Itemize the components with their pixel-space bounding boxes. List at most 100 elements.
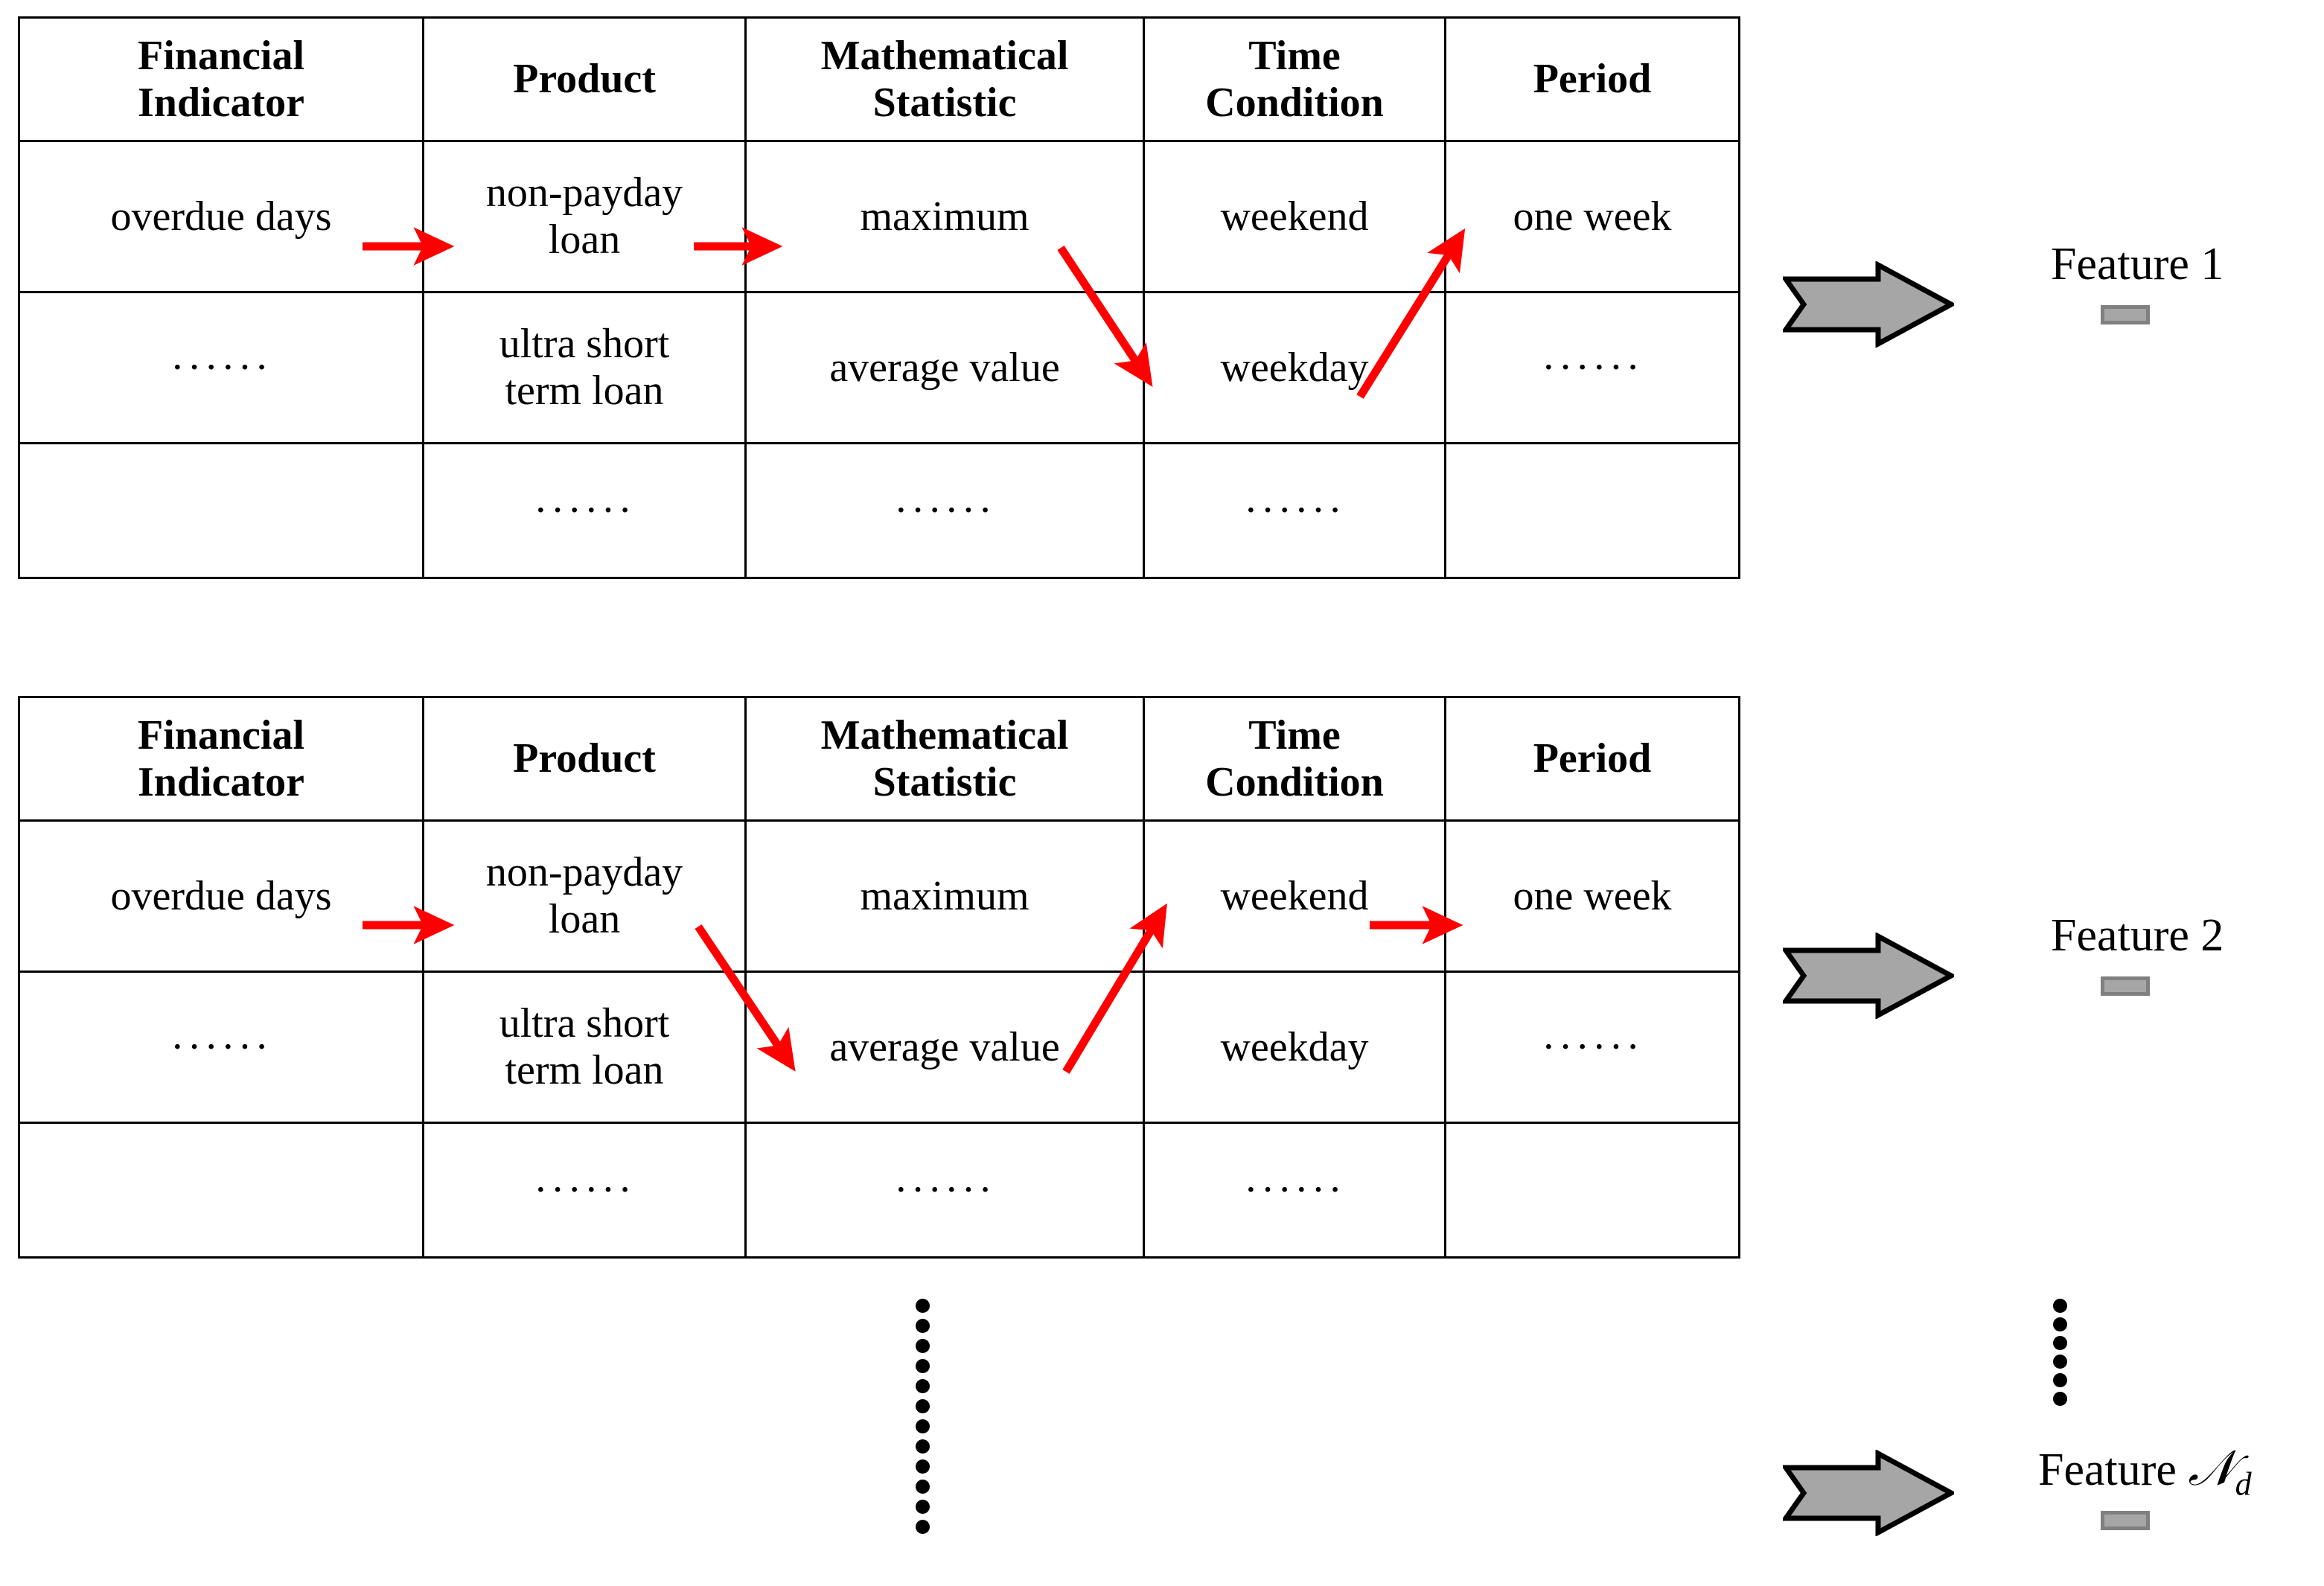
cell-line: ······ — [1542, 344, 1643, 391]
cell-line: ······ — [170, 1023, 272, 1070]
cell-line: ultra short — [499, 1000, 670, 1047]
feature-2-label: Feature 2 — [2051, 910, 2224, 961]
cell-line: weekend — [1220, 872, 1369, 919]
ellipsis-dot — [916, 1379, 930, 1393]
cell-period[interactable]: one week — [1444, 140, 1740, 293]
ellipsis-dot — [916, 1459, 930, 1474]
ellipsis-dot — [916, 1339, 930, 1353]
cell-line: weekday — [1220, 344, 1369, 391]
header-mathematical-statistic: Mathematical Statistic — [744, 696, 1145, 822]
header-line: Statistic — [872, 79, 1017, 126]
cell-line: ······ — [170, 344, 272, 391]
ellipsis-dot — [916, 1359, 930, 1373]
header-product: Product — [422, 16, 747, 142]
cell-line: average value — [829, 1023, 1060, 1070]
header-line: Time — [1248, 712, 1341, 758]
cell-time-condition-ellipsis[interactable]: ······ — [1143, 1122, 1446, 1259]
cell-financial-indicator-ellipsis[interactable]: ······ — [18, 291, 424, 444]
block-arrow-icon-feature-2 — [1783, 933, 1954, 1019]
cell-line: overdue days — [110, 872, 332, 919]
table-row: overdue days non-payday loan maximum wee… — [18, 819, 1740, 973]
feature-1-label: Feature 1 — [2051, 239, 2224, 290]
cell-line: weekend — [1220, 193, 1369, 240]
cell-financial-indicator[interactable]: overdue days — [18, 819, 424, 973]
block-arrow-icon-feature-nd — [1783, 1450, 1954, 1536]
ellipsis-dot — [2053, 1392, 2067, 1406]
cell-period-ellipsis[interactable]: ······ — [1444, 291, 1740, 444]
ellipsis-dot — [2053, 1355, 2067, 1369]
cell-line: average value — [829, 344, 1060, 391]
block-arrow-icon-feature-1 — [1783, 261, 1954, 348]
cell-mathematical-statistic-ellipsis[interactable]: ······ — [744, 1122, 1145, 1259]
cell-mathematical-statistic[interactable]: maximum — [744, 140, 1145, 293]
cell-line: maximum — [860, 193, 1029, 240]
cell-product[interactable]: non-payday loan — [422, 140, 747, 293]
cell-financial-indicator[interactable]: overdue days — [18, 140, 424, 293]
cell-line: ultra short — [499, 321, 670, 368]
feature-nd-label: Feature 𝒩d — [2038, 1441, 2252, 1503]
cell-time-condition[interactable]: weekday — [1143, 971, 1446, 1124]
cell-time-condition[interactable]: weekend — [1143, 819, 1446, 973]
feature-nd-prefix: Feature — [2038, 1445, 2177, 1495]
cell-line: ······ — [534, 1166, 635, 1213]
cell-empty — [18, 1122, 424, 1259]
cell-line: ······ — [1244, 1166, 1345, 1213]
cell-line: loan — [548, 896, 621, 942]
cell-line: term loan — [505, 1047, 664, 1093]
feature-nd-index: 𝒩 — [2188, 1442, 2235, 1496]
cell-empty — [1444, 442, 1740, 579]
feature-nd-subscript: d — [2235, 1465, 2252, 1503]
cell-mathematical-statistic[interactable]: maximum — [744, 819, 1145, 973]
header-line: Period — [1533, 56, 1652, 103]
cell-period[interactable]: one week — [1444, 819, 1740, 973]
vertical-ellipsis-tables — [916, 1299, 930, 1540]
cell-product-ellipsis[interactable]: ······ — [422, 1122, 747, 1259]
table-header-row: Financial Indicator Product Mathematical… — [18, 696, 1740, 822]
cell-product[interactable]: ultra short term loan — [422, 291, 747, 444]
cell-mathematical-statistic-ellipsis[interactable]: ······ — [744, 442, 1145, 579]
cell-line: non-payday — [485, 849, 683, 896]
header-line: Product — [513, 56, 656, 103]
feature-2-swatch — [2101, 976, 2150, 996]
header-line: Mathematical — [820, 712, 1069, 758]
cell-product-ellipsis[interactable]: ······ — [422, 442, 747, 579]
ellipsis-dot — [2053, 1373, 2067, 1387]
cell-financial-indicator-ellipsis[interactable]: ······ — [18, 971, 424, 1124]
header-mathematical-statistic: Mathematical Statistic — [744, 16, 1145, 142]
ellipsis-dot — [916, 1319, 930, 1333]
cell-line: ······ — [534, 487, 635, 534]
ellipsis-dot — [916, 1399, 930, 1413]
feature-combination-table-2: Financial Indicator Product Mathematical… — [18, 696, 1740, 1259]
feature-combination-table-1: Financial Indicator Product Mathematical… — [18, 16, 1740, 579]
header-line: Financial — [137, 32, 305, 79]
header-product: Product — [422, 696, 747, 822]
header-time-condition: Time Condition — [1143, 696, 1446, 822]
ellipsis-dot — [916, 1520, 930, 1534]
header-line: Statistic — [872, 758, 1017, 805]
ellipsis-dot — [2053, 1299, 2067, 1313]
cell-time-condition-ellipsis[interactable]: ······ — [1143, 442, 1446, 579]
cell-time-condition[interactable]: weekday — [1143, 291, 1446, 444]
cell-line: one week — [1513, 872, 1672, 919]
cell-mathematical-statistic[interactable]: average value — [744, 971, 1145, 1124]
feature-1-swatch — [2101, 305, 2150, 324]
header-line: Indicator — [138, 79, 304, 126]
ellipsis-dot — [916, 1299, 930, 1313]
header-line: Condition — [1205, 79, 1384, 126]
cell-product[interactable]: ultra short term loan — [422, 971, 747, 1124]
ellipsis-dot — [916, 1419, 930, 1433]
ellipsis-dot — [916, 1439, 930, 1454]
cell-period-ellipsis[interactable]: ······ — [1444, 971, 1740, 1124]
ellipsis-dot — [916, 1500, 930, 1514]
table-row: ······ ······ ······ — [18, 1122, 1740, 1259]
cell-empty — [1444, 1122, 1740, 1259]
cell-empty — [18, 442, 424, 579]
cell-time-condition[interactable]: weekend — [1143, 140, 1446, 293]
cell-product[interactable]: non-payday loan — [422, 819, 747, 973]
table-row: ······ ultra short term loan average val… — [18, 971, 1740, 1124]
table-row: ······ ······ ······ — [18, 442, 1740, 579]
cell-line: one week — [1513, 193, 1672, 240]
header-line: Mathematical — [820, 32, 1069, 79]
cell-mathematical-statistic[interactable]: average value — [744, 291, 1145, 444]
cell-line: weekday — [1220, 1023, 1369, 1070]
